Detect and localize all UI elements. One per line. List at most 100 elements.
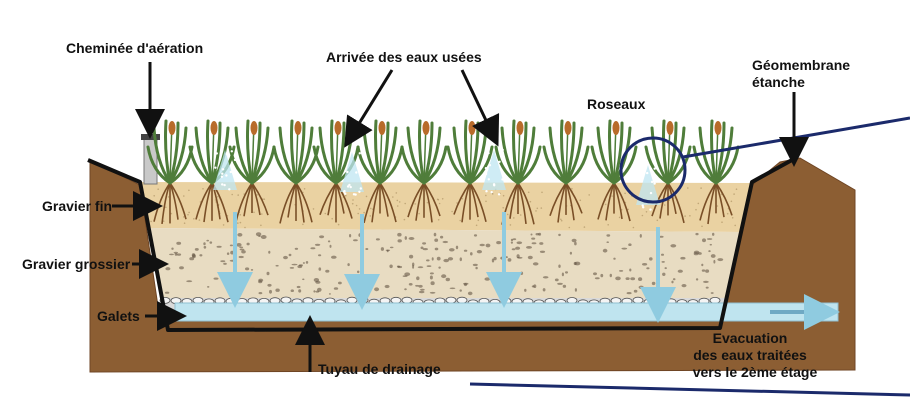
gravel-grain xyxy=(169,253,174,256)
gravel-grain xyxy=(420,288,425,291)
gravel-grain xyxy=(561,272,565,277)
gravel-grain xyxy=(463,249,468,252)
fine-gravel-grain xyxy=(396,199,399,202)
gravel-grain xyxy=(415,284,419,287)
fine-gravel-grain xyxy=(414,203,417,205)
pebble xyxy=(357,296,369,304)
fine-gravel-grain xyxy=(202,188,204,190)
outlet-label-line3: vers le 2ème étage xyxy=(692,364,818,380)
water-spray xyxy=(636,165,676,323)
gravel-grain xyxy=(294,247,299,250)
gravel-grain xyxy=(628,243,632,246)
gravel-grain xyxy=(672,278,676,281)
fine-gravel-grain xyxy=(217,196,219,198)
gravel-grain xyxy=(313,290,316,293)
gravel-grain xyxy=(593,272,597,276)
geomembrane-label-line2: étanche xyxy=(752,74,805,90)
gravel-grain xyxy=(710,254,716,258)
gravel-grain xyxy=(467,291,473,296)
gravel-grain xyxy=(315,280,321,284)
gravel-grain xyxy=(531,242,537,245)
gravel-grain xyxy=(459,257,462,262)
gravel-grain xyxy=(246,242,250,246)
gravel-grain xyxy=(524,288,527,292)
gravel-grain xyxy=(436,256,441,261)
fine-gravel-grain xyxy=(418,212,420,215)
fine-gravel-grain xyxy=(222,224,225,226)
fine-gravel-grain xyxy=(162,220,165,222)
gravel-grain xyxy=(449,287,456,290)
fine-gravel-grain xyxy=(568,226,571,229)
gravel-grain xyxy=(535,233,540,236)
fine-gravel-grain xyxy=(438,202,441,205)
fine-gravel-grain xyxy=(611,195,613,197)
pebble xyxy=(445,296,457,304)
gravel-grain xyxy=(380,247,384,251)
water-sprays xyxy=(213,148,676,323)
gravel-grain xyxy=(680,256,686,260)
fine-gravel-grain xyxy=(231,193,233,196)
gravel-grain xyxy=(510,241,513,244)
gravel-grain xyxy=(447,257,454,261)
gravel-grain xyxy=(417,266,424,269)
gravel-grain xyxy=(455,245,459,250)
gravel-grain xyxy=(164,291,170,294)
fine-gravel-grain xyxy=(502,194,505,197)
fine-gravel-grain xyxy=(519,214,522,216)
gravel-grain xyxy=(520,271,524,275)
gravel-grain xyxy=(396,265,400,268)
gravel-grain xyxy=(333,287,339,290)
pebble xyxy=(401,296,413,304)
gravel-grain xyxy=(710,292,714,294)
fine-gravel-grain xyxy=(331,217,334,220)
gravel-grain xyxy=(199,254,203,257)
fine-gravel-grain xyxy=(345,194,347,197)
fine-gravel-grain xyxy=(188,211,190,214)
fine-gravel-grain xyxy=(583,226,586,228)
gravel-grain xyxy=(701,263,704,267)
fine-gravel-grain xyxy=(536,207,539,210)
gravel-grain xyxy=(531,285,535,288)
gravel-grain xyxy=(574,288,578,292)
drain-pipe-label: Tuyau de drainage xyxy=(318,361,441,377)
reed-plant xyxy=(272,119,320,224)
gravel-grain xyxy=(239,246,244,249)
gravel-grain xyxy=(329,244,332,248)
gravel-grain xyxy=(220,260,226,263)
fine-gravel-grain xyxy=(475,224,478,227)
gravel-grain xyxy=(633,289,638,293)
gravel-grain xyxy=(574,261,581,266)
fine-gravel-grain xyxy=(303,188,306,190)
gravel-grain xyxy=(207,286,210,288)
gravel-grain xyxy=(397,232,402,237)
detail-bottom-line xyxy=(469,382,910,397)
gravel-grain xyxy=(429,272,434,275)
fine-gravel-grain xyxy=(351,202,354,205)
reeds-label: Roseaux xyxy=(587,96,646,112)
fine-gravel-grain xyxy=(358,208,361,210)
gravel-grain xyxy=(649,257,653,261)
gravel-grain xyxy=(594,277,600,280)
gravel-grain xyxy=(297,265,303,269)
fine-gravel-grain xyxy=(461,197,464,200)
fine-gravel-grain xyxy=(312,208,315,210)
gravel-grain xyxy=(420,246,424,250)
fine-gravel-grain xyxy=(183,195,185,197)
fine-gravel-grain xyxy=(541,191,543,194)
gravel-grain xyxy=(275,288,280,292)
gravel-grain xyxy=(404,272,411,277)
gravel-grain xyxy=(315,290,320,293)
fine-gravel-grain xyxy=(244,226,246,229)
pebble xyxy=(456,296,468,304)
fine-gravel-grain xyxy=(735,188,738,190)
fine-gravel-grain xyxy=(645,211,648,213)
gravel-grain xyxy=(470,252,473,256)
water-spray xyxy=(482,148,522,308)
gravel-grain xyxy=(475,266,478,270)
fine-gravel-grain xyxy=(198,219,201,221)
gravel-grain xyxy=(484,277,491,281)
gravel-grain xyxy=(283,255,288,260)
gravel-grain xyxy=(646,267,650,270)
gravel-grain xyxy=(434,247,439,251)
gravel-grain xyxy=(163,262,168,265)
